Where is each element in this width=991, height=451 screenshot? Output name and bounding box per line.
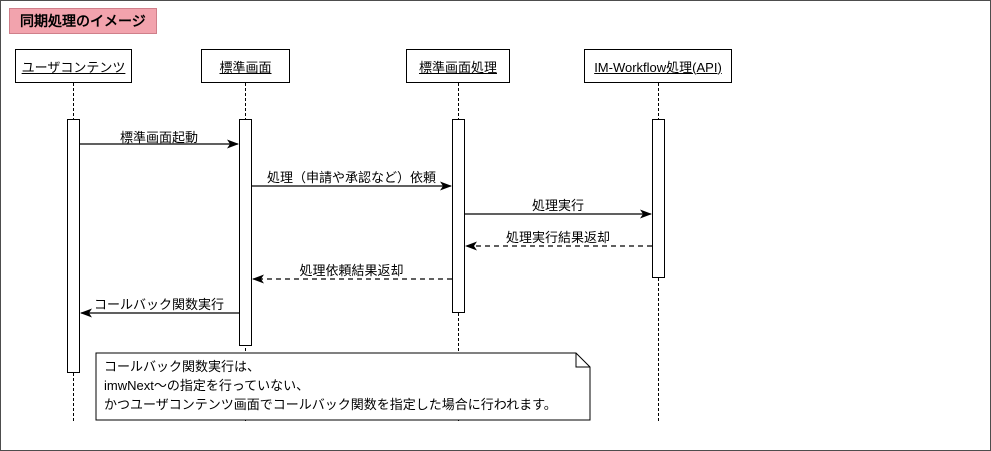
lifeline-head-standard-screen-process: 標準画面処理	[406, 49, 510, 83]
note-line-3: かつユーザコンテンツ画面でコールバック関数を指定した場合に行われます。	[104, 397, 557, 412]
note-line-2: imwNext〜の指定を行っていない、	[104, 378, 310, 393]
message-label-5: 処理依頼結果返却	[299, 263, 404, 278]
activation-bar-standard-screen	[239, 119, 252, 346]
lifeline-label: IM-Workflow処理(API)	[594, 59, 722, 75]
message-label-1: 標準画面起動	[119, 130, 198, 145]
message-label-3: 処理実行	[531, 198, 584, 213]
lifeline-head-user-content: ユーザコンテンツ	[15, 49, 132, 83]
activation-bar-user-content	[67, 119, 80, 373]
diagram-title: 同期処理のイメージ	[9, 8, 157, 34]
lifeline-label: 標準画面処理	[418, 59, 497, 75]
message-label-6: コールバック関数実行	[93, 297, 224, 312]
message-label-4: 処理実行結果返却	[505, 230, 610, 245]
activation-bar-im-workflow-api	[652, 119, 665, 278]
message-label-2: 処理（申請や承認など）依頼	[266, 170, 436, 185]
lifeline-label: ユーザコンテンツ	[21, 59, 126, 75]
note-text: コールバック関数実行は、 imwNext〜の指定を行っていない、 かつユーザコン…	[104, 357, 584, 414]
lifeline-label: 標準画面	[219, 59, 272, 75]
activation-bar-standard-screen-process	[452, 119, 465, 313]
lifeline-head-standard-screen: 標準画面	[201, 49, 290, 83]
note-line-1: コールバック関数実行は、	[104, 359, 261, 374]
lifeline-head-im-workflow-api: IM-Workflow処理(API)	[584, 49, 732, 83]
